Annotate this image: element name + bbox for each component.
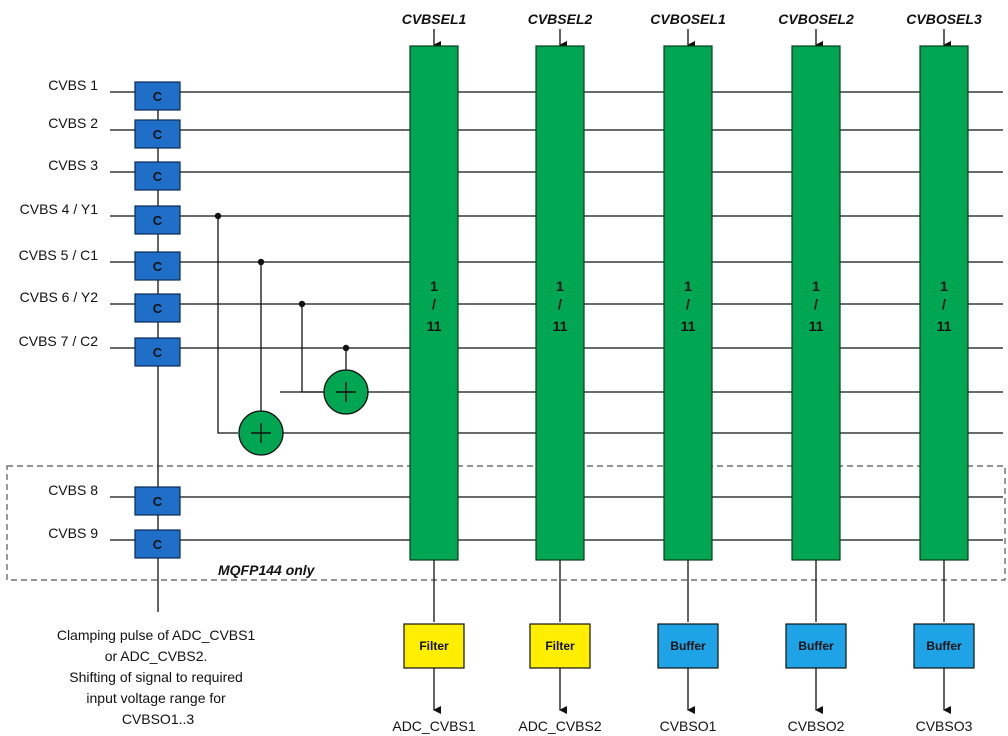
input-labels: CVBS 1 CVBS 2 CVBS 3 CVBS 4 / Y1 CVBS 5 / C1… bbox=[19, 77, 99, 541]
input-label: CVBS 9 bbox=[48, 525, 98, 541]
clamp-block bbox=[134, 529, 181, 559]
clamp-block bbox=[134, 486, 181, 516]
input-label: CVBS 3 bbox=[48, 157, 98, 173]
mux-block bbox=[409, 45, 459, 561]
clamp-note: Clamping pulse of ADC_CVBS1 or ADC_CVBS2… bbox=[57, 627, 259, 727]
clamp-block bbox=[134, 337, 181, 367]
buffer-label: Buffer bbox=[926, 639, 962, 653]
filter-label: Filter bbox=[419, 639, 449, 653]
clamp-block bbox=[134, 251, 181, 281]
input-label: CVBS 7 / C2 bbox=[19, 333, 99, 349]
mux-ratio-bottom: 11 bbox=[427, 318, 442, 334]
clamp-note-line: or ADC_CVBS2. bbox=[105, 648, 208, 664]
output-label: CVBSO1 bbox=[660, 718, 717, 734]
input-label: CVBS 5 / C1 bbox=[19, 247, 99, 263]
output-label: CVBSO2 bbox=[788, 718, 845, 734]
clamp-note-line: CVBSO1..3 bbox=[122, 711, 195, 727]
mux-select-label: CVBSEL1 bbox=[402, 11, 467, 27]
mqfp144-region-label: MQFP144 only bbox=[218, 562, 316, 578]
tap-wire bbox=[301, 304, 323, 393]
mux-select-label: CVBOSEL2 bbox=[778, 11, 854, 27]
buffer-label: Buffer bbox=[798, 639, 834, 653]
junction-dot bbox=[342, 344, 350, 352]
junction-dot bbox=[214, 212, 222, 220]
input-label: CVBS 2 bbox=[48, 115, 98, 131]
junction-dot bbox=[298, 300, 306, 308]
filter-block bbox=[529, 623, 591, 669]
clamp-label: C bbox=[153, 259, 163, 274]
mux-ratio-slash: / bbox=[814, 296, 818, 312]
mux-ratio-top: 1 bbox=[430, 278, 438, 294]
mux-ratio-bottom: 11 bbox=[809, 318, 824, 334]
output-label: CVBSO3 bbox=[916, 718, 973, 734]
clamp-label: C bbox=[153, 169, 163, 184]
filter-label: Filter bbox=[545, 639, 575, 653]
mux-ratio-slash: / bbox=[432, 296, 436, 312]
mux-ratio-slash: / bbox=[686, 296, 690, 312]
tap-wire bbox=[217, 216, 238, 434]
clamp-block bbox=[134, 119, 181, 149]
clamp-label: C bbox=[153, 127, 163, 142]
mux-ratio-top: 1 bbox=[812, 278, 820, 294]
clamp-label: C bbox=[153, 537, 163, 552]
input-label: CVBS 4 / Y1 bbox=[20, 201, 99, 217]
clamp-label: C bbox=[153, 89, 163, 104]
mux-ratio-top: 1 bbox=[684, 278, 692, 294]
mux-ratio-top: 1 bbox=[940, 278, 948, 294]
mux-block bbox=[535, 45, 585, 561]
input-label: CVBS 8 bbox=[48, 482, 98, 498]
clamp-block bbox=[134, 81, 181, 111]
clamp-label: C bbox=[153, 345, 163, 360]
clamp-block bbox=[134, 161, 181, 191]
clamp-block bbox=[134, 205, 181, 235]
mux-select-label: CVBOSEL1 bbox=[650, 11, 726, 27]
mqfp144-region bbox=[6, 465, 1006, 581]
wires bbox=[110, 91, 1003, 612]
mux-ratio-bottom: 11 bbox=[937, 318, 952, 334]
clamp-block bbox=[134, 293, 181, 323]
input-label: CVBS 6 / Y2 bbox=[20, 289, 99, 305]
mux-ratio-slash: / bbox=[942, 296, 946, 312]
clamp-group: C C C C C C C C C bbox=[134, 81, 181, 559]
mux-group: CVBSEL11/11FilterADC_CVBS1CVBSEL21/11Fil… bbox=[392, 11, 982, 734]
buffer-block bbox=[657, 623, 719, 669]
clamp-note-line: input voltage range for bbox=[86, 690, 226, 706]
mux-ratio-top: 1 bbox=[556, 278, 564, 294]
mux-select-label: CVBOSEL3 bbox=[906, 11, 982, 27]
clamp-note-line: Shifting of signal to required bbox=[69, 669, 243, 685]
output-label: ADC_CVBS2 bbox=[518, 718, 601, 734]
clamp-label: C bbox=[153, 213, 163, 228]
output-label: ADC_CVBS1 bbox=[392, 718, 475, 734]
mux-select-label: CVBSEL2 bbox=[528, 11, 593, 27]
mux-ratio-bottom: 11 bbox=[681, 318, 696, 334]
mux-ratio-slash: / bbox=[558, 296, 562, 312]
clamp-note-line: Clamping pulse of ADC_CVBS1 bbox=[57, 627, 256, 643]
buffer-label: Buffer bbox=[670, 639, 706, 653]
junction-dot bbox=[257, 258, 265, 266]
input-label: CVBS 1 bbox=[48, 77, 98, 93]
clamp-label: C bbox=[153, 494, 163, 509]
mux-block bbox=[791, 45, 841, 561]
adder-group bbox=[238, 369, 369, 456]
mux-ratio-bottom: 11 bbox=[553, 318, 568, 334]
filter-block bbox=[403, 623, 465, 669]
buffer-block bbox=[785, 623, 847, 669]
clamp-label: C bbox=[153, 301, 163, 316]
